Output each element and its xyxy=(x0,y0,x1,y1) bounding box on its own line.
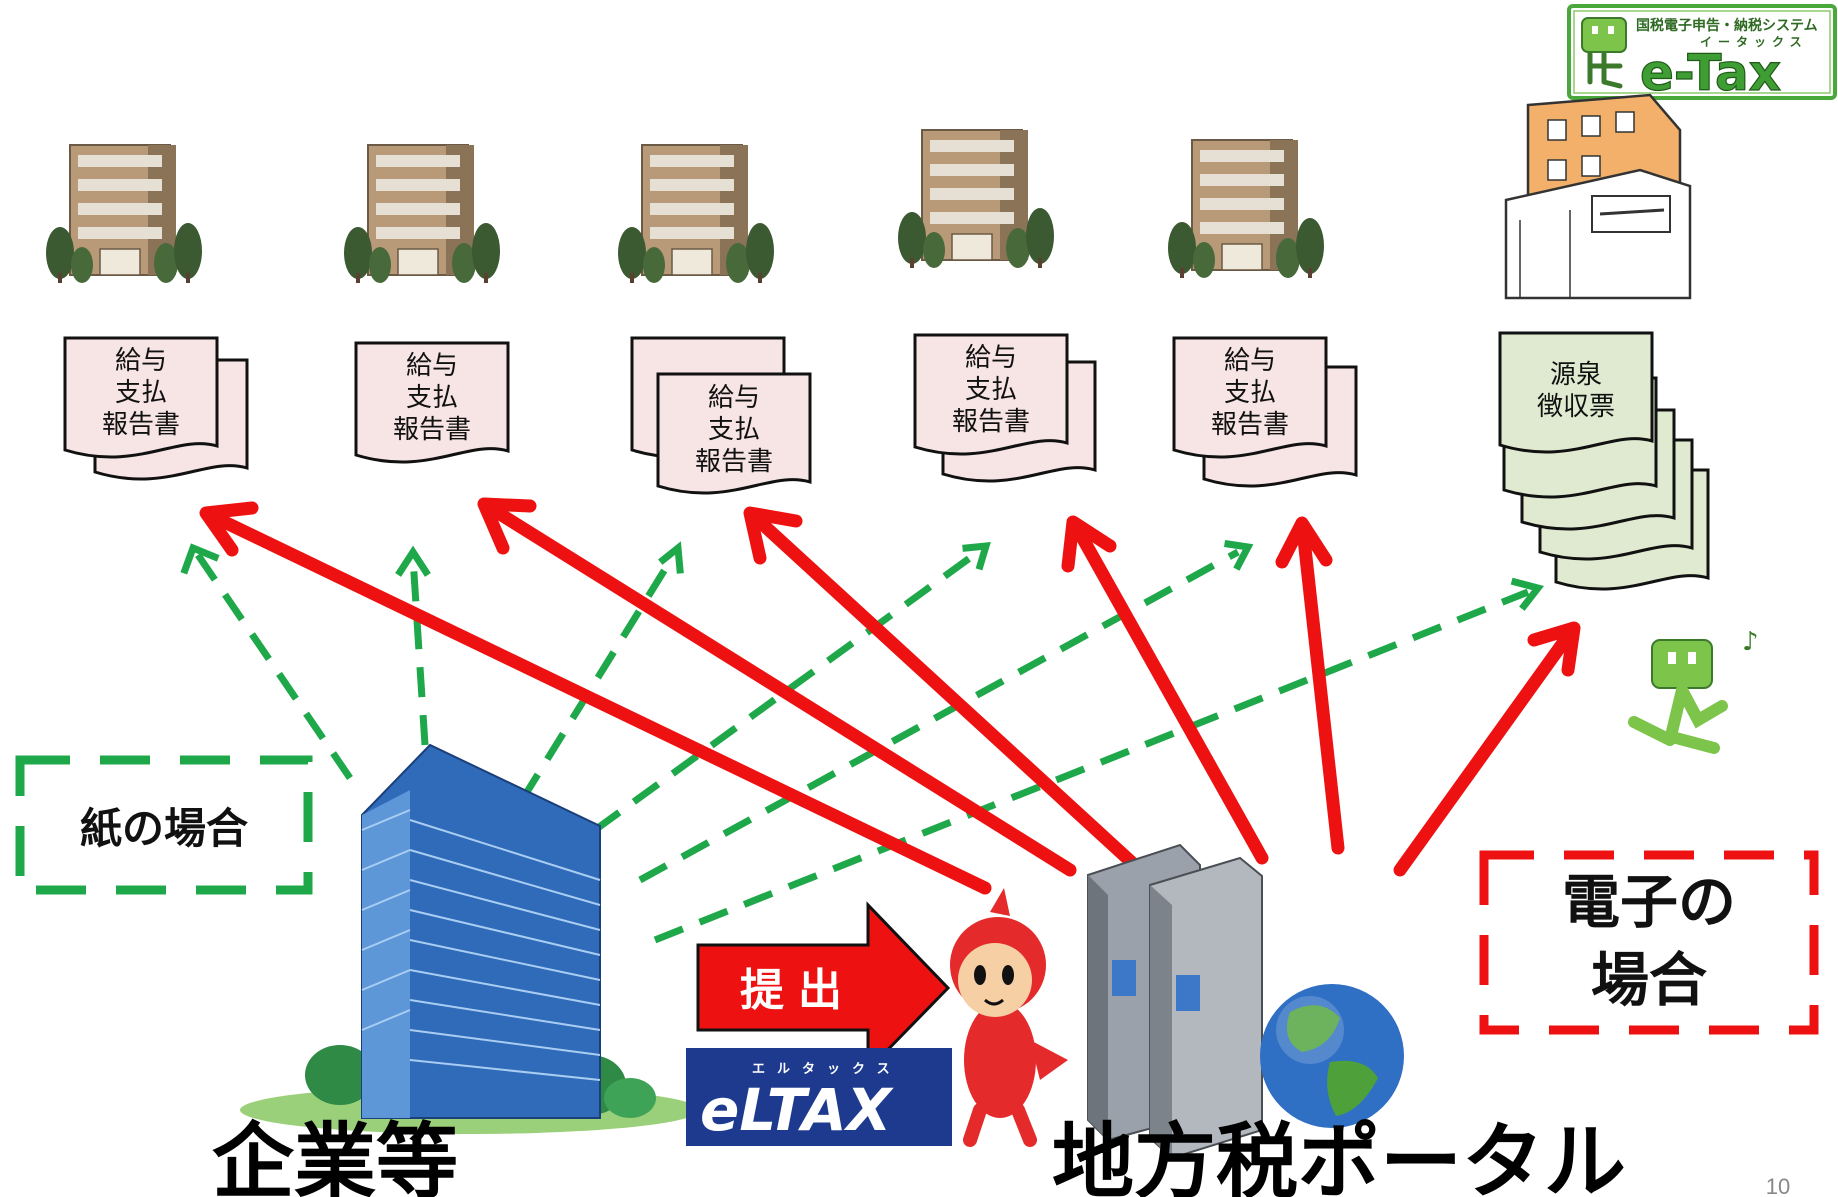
withholding-slip-stack: 源泉 徴収票 xyxy=(1498,331,1710,591)
report-line-2: 支払 xyxy=(708,415,760,445)
municipal-office-building-2 xyxy=(343,144,501,284)
report-line-1: 給与 xyxy=(406,351,458,381)
municipal-office-building-1 xyxy=(45,144,203,284)
eltax-logo: エルタックス eLTAX xyxy=(686,1048,952,1146)
paper-route-arrowheads xyxy=(180,540,1545,611)
municipal-office-building-5 xyxy=(1167,139,1325,279)
electronic-case-label-line2: 場合 xyxy=(1591,946,1707,1014)
report-document-2: 給与 支払 報告書 xyxy=(354,341,510,464)
submit-arrow: 提出 xyxy=(696,901,951,1074)
electronic-case-legend: 電子の 場合 xyxy=(1479,850,1819,1035)
withholding-line-1: 源泉 xyxy=(1550,360,1602,390)
report-line-1: 給与 xyxy=(965,343,1017,373)
portal-label: 地方税ポータル xyxy=(1052,1115,1626,1197)
company-label: 企業等 xyxy=(212,1115,458,1197)
municipal-office-building-4 xyxy=(897,129,1055,269)
paper-route-arrows xyxy=(195,548,1530,944)
portal-server-icon xyxy=(1087,843,1263,1160)
electronic-route-arrows xyxy=(199,497,1581,895)
etax-mascot-icon xyxy=(1581,17,1627,89)
report-document-1: 給与 支払 報告書 xyxy=(63,336,249,481)
report-line-1: 給与 xyxy=(708,383,760,413)
municipal-office-building-3 xyxy=(617,144,775,284)
music-note-icon: ♪ xyxy=(1742,627,1759,657)
electronic-case-label-line1: 電子の xyxy=(1562,868,1736,936)
globe-icon xyxy=(1260,984,1404,1128)
report-line-1: 給与 xyxy=(115,346,167,376)
etax-logo-text: e-Tax xyxy=(1640,44,1781,102)
submit-label: 提出 xyxy=(740,965,856,1016)
etax-caption: 国税電子申告・納税システム xyxy=(1636,17,1818,34)
withholding-line-2: 徴収票 xyxy=(1537,392,1615,422)
report-line-1: 給与 xyxy=(1224,346,1276,376)
etax-mascot-large-icon: ♪ xyxy=(1628,627,1759,754)
eltax-mascot-icon xyxy=(950,888,1068,1147)
report-line-3: 報告書 xyxy=(695,447,773,477)
paper-case-legend: 紙の場合 xyxy=(15,755,313,895)
report-line-2: 支払 xyxy=(1224,378,1276,408)
paper-case-label: 紙の場合 xyxy=(80,804,248,853)
etax-logo: 国税電子申告・納税システム イータックス e-Tax xyxy=(1567,4,1837,103)
report-document-5: 給与 支払 報告書 xyxy=(1172,336,1358,488)
etax-kana: イータックス xyxy=(1700,35,1808,49)
report-line-3: 報告書 xyxy=(393,415,471,445)
report-line-3: 報告書 xyxy=(952,407,1030,437)
eltax-logo-text: eLTAX xyxy=(700,1076,895,1144)
report-line-3: 報告書 xyxy=(102,410,180,440)
report-line-2: 支払 xyxy=(115,378,167,408)
report-document-3: 給与 支払 報告書 xyxy=(630,336,812,495)
tax-office-building xyxy=(1504,93,1692,300)
company-building-icon xyxy=(240,743,700,1134)
report-document-4: 給与 支払 報告書 xyxy=(913,333,1097,483)
page-number: 10 xyxy=(1766,1174,1790,1197)
eltax-kana: エルタックス xyxy=(752,1062,902,1077)
report-line-3: 報告書 xyxy=(1211,410,1289,440)
report-line-2: 支払 xyxy=(406,383,458,413)
report-line-2: 支払 xyxy=(965,375,1017,405)
